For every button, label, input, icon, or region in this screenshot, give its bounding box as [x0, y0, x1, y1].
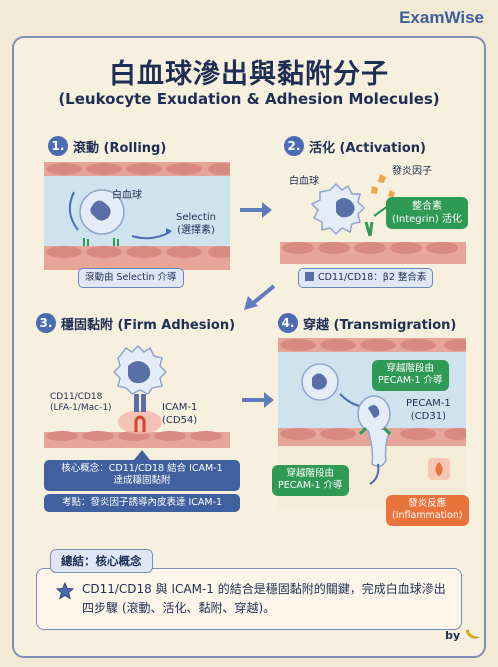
- step-3-heading: 3. 穩固黏附 (Firm Adhesion): [36, 313, 235, 333]
- activated-leukocyte: [310, 182, 366, 236]
- leukocyte-in-lumen: [301, 363, 339, 401]
- step-1-title: 滾動 (Rolling): [73, 140, 167, 156]
- arrow-right-icon: [242, 392, 274, 408]
- step3-concept: 核心概念：CD11/CD18 結合 ICAM-1 達成穩固黏附: [44, 460, 240, 491]
- transmigrating-leukocyte: [357, 395, 391, 467]
- step-2-heading: 2. 活化 (Activation): [284, 136, 426, 156]
- summary-text: CD11/CD18 與 ICAM-1 的結合是穩固黏附的關鍵，完成白血球滲出四步…: [82, 582, 446, 615]
- step4-pecam-top: 穿越階段由 PECAM-1 介導: [372, 360, 449, 391]
- integrin-pointer: [373, 205, 389, 217]
- cd11-cd18-molecule: [134, 394, 146, 412]
- step4-pecam-bottom: 穿越階段由 PECAM-1 介導: [272, 465, 349, 496]
- activation-diagram: [280, 174, 466, 264]
- step3-exam-point: 考點：發炎因子誘導內皮表達 ICAM-1: [44, 494, 240, 513]
- step2-wbc-label: 白血球: [289, 176, 319, 187]
- byline-text: by: [445, 629, 461, 642]
- pecam1-molecules: [358, 426, 392, 436]
- step4-pecam-label: PECAM-1 (CD31): [406, 398, 451, 422]
- arrow-down-left-icon: [244, 284, 276, 310]
- step1-selectin-label: Selectin (選擇素): [176, 212, 216, 236]
- step-4-title: 穿越 (Transmigration): [303, 317, 457, 333]
- banana-icon: [465, 629, 480, 639]
- vessel-wall-top: [278, 338, 466, 352]
- step2-legend-text: CD11/CD18：β2 整合素: [318, 272, 427, 283]
- step2-factor-label: 發炎因子: [392, 166, 432, 177]
- step3-icam-label: ICAM-1 (CD54): [162, 402, 198, 426]
- step-3-title: 穩固黏附 (Firm Adhesion): [61, 317, 236, 333]
- rolling-vessel-diagram: [44, 162, 230, 270]
- page-title: 白血球滲出與黏附分子: [109, 59, 389, 90]
- migration-arrow: [339, 393, 361, 407]
- vessel-wall-top: [44, 162, 230, 176]
- step2-integrin-label: 整合素 (Integrin) 活化: [386, 197, 468, 229]
- byline: by: [445, 627, 480, 642]
- page-subtitle: (Leukocyte Exudation & Adhesion Molecule…: [58, 90, 440, 108]
- inflammation-icon: [428, 458, 450, 480]
- rolling-arrow-left: [68, 191, 79, 231]
- step3-cd-label: CD11/CD18 (LFA-1/Mac-1): [50, 392, 112, 414]
- legend-swatch: [305, 272, 314, 281]
- leukocyte-cell: [79, 189, 125, 235]
- step-3-number: 3.: [36, 313, 56, 333]
- callout-pointer: [134, 450, 150, 460]
- migration-arrow-down: [369, 463, 380, 485]
- arrowhead: [166, 228, 172, 235]
- step-2-title: 活化 (Activation): [309, 140, 426, 156]
- integrin-molecule: [364, 221, 374, 237]
- step1-wbc-label: 白血球: [112, 190, 142, 201]
- adherent-leukocyte: [112, 344, 168, 395]
- endothelium-wall: [280, 242, 466, 264]
- step1-caption: 滾動由 Selectin 介導: [78, 268, 184, 289]
- step4-inflammation: 發炎反應 (Inflammation): [386, 495, 469, 526]
- firm-adhesion-diagram: [44, 344, 230, 448]
- step-4-number: 4.: [278, 313, 298, 333]
- vessel-wall-bottom: [44, 246, 230, 270]
- step-2-number: 2.: [284, 136, 304, 156]
- inflammatory-factors: [371, 174, 395, 198]
- binding-glow: [118, 410, 162, 434]
- arrow-right-icon: [240, 202, 272, 218]
- summary-box: [36, 568, 462, 630]
- selectin-molecules: [83, 238, 119, 246]
- brand-logo: ExamWise: [399, 8, 484, 27]
- star-icon: [56, 582, 74, 600]
- step-1-heading: 1. 滾動 (Rolling): [48, 136, 166, 156]
- endothelium-wall: [44, 431, 230, 448]
- summary-tag: 總結：核心概念: [50, 549, 153, 573]
- icam1-molecule: [134, 415, 146, 432]
- step-4-heading: 4. 穿越 (Transmigration): [278, 313, 456, 333]
- step2-legend: CD11/CD18：β2 整合素: [298, 268, 434, 289]
- step-1-number: 1.: [48, 136, 68, 156]
